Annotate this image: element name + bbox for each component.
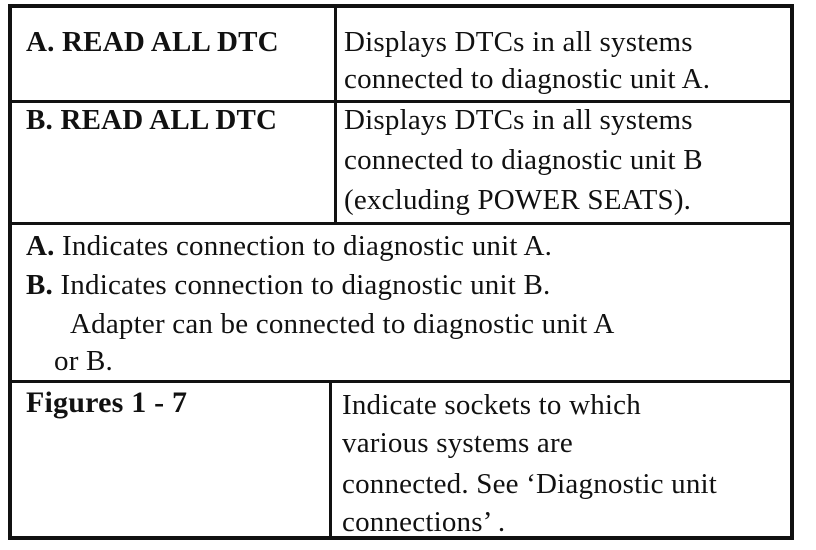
row-desc-line: connected to diagnostic unit A. [344,63,711,95]
note-line-b: B. Indicates connection to diagnostic un… [26,269,551,301]
row-desc-line: connected to diagnostic unit B [344,144,703,176]
note-line-or-b: or B. [54,345,113,377]
notes-row: A. Indicates connection to diagnostic un… [12,225,790,383]
figures-label: Figures 1 - 7 [26,386,188,419]
figures-desc-line: connected. See ‘Diagnostic unit [342,468,718,500]
figures-desc-line: Indicate sockets to which [342,389,641,421]
note-line-adapter: Adapter can be connected to diagnostic u… [70,308,615,340]
row-desc-line: (excluding POWER SEATS). [344,184,692,216]
info-table: A. READ ALL DTC Displays DTCs in all sys… [8,4,794,540]
row-desc-line: Displays DTCs in all systems [344,26,693,58]
column-divider [334,103,337,222]
row-desc-line: Displays DTCs in all systems [344,104,693,136]
column-divider [334,8,337,100]
figures-desc-line: connections’ . [342,506,506,538]
row-label-read-all-dtc-b: B. READ ALL DTC [26,104,278,136]
table-row-b: B. READ ALL DTC Displays DTCs in all sys… [12,103,790,225]
figures-row: Figures 1 - 7 Indicate sockets to which … [12,383,790,538]
figures-desc-line: various systems are [342,427,573,459]
row-label-read-all-dtc-a: A. READ ALL DTC [26,26,279,58]
table-row-a: A. READ ALL DTC Displays DTCs in all sys… [12,8,790,103]
column-divider [329,383,332,536]
note-line-a: A. Indicates connection to diagnostic un… [26,230,553,262]
